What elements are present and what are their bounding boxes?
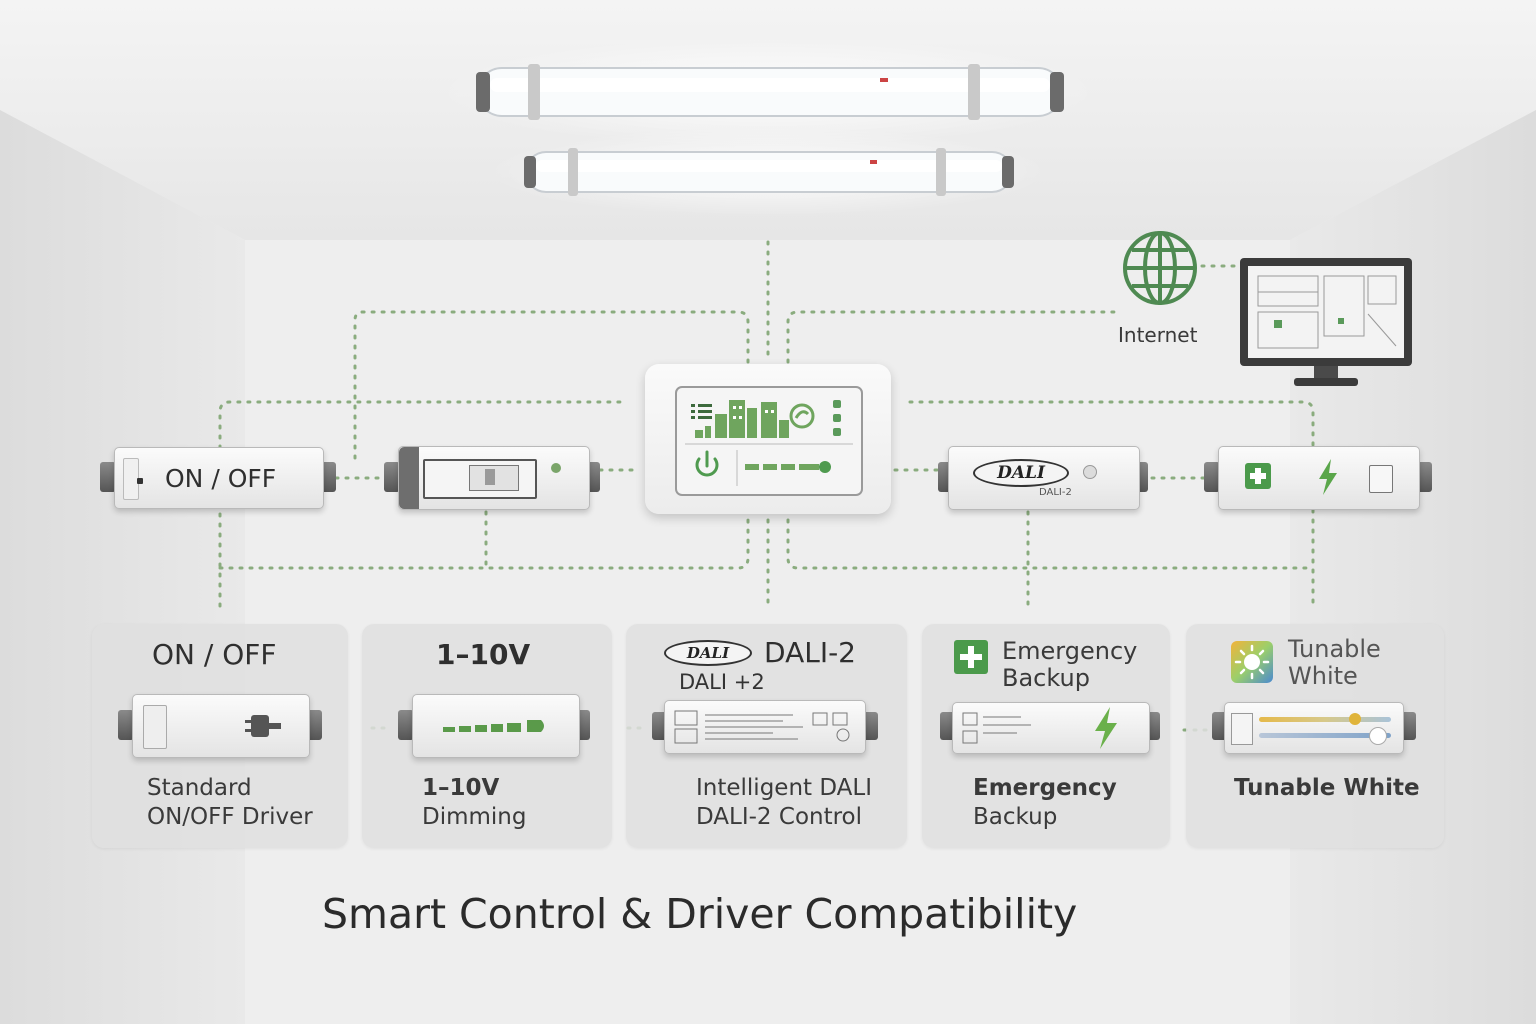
card-onoff-cap-left — [118, 710, 134, 740]
tunable-white-driver — [1224, 702, 1404, 754]
card-tunable-white[interactable]: Tunable White Tunable White — [1186, 624, 1444, 848]
emergency-module[interactable] — [1218, 446, 1420, 510]
luminaire-tube-2 — [524, 148, 1014, 196]
card-dali2-logo: DALI — [664, 640, 752, 666]
color-temp-knob — [1349, 713, 1361, 725]
dimming-level-icon — [443, 720, 544, 732]
card-dali2[interactable]: DALI DALI-2 DALI +2 Intelligent DALI DAL… — [626, 624, 907, 848]
dali-driver-label-print — [674, 710, 850, 744]
card-dali2-desc-2: DALI-2 Control — [696, 804, 863, 830]
card-dali2-cap-right — [862, 712, 878, 740]
dimmer-module[interactable] — [398, 446, 590, 510]
lightning-icon — [1319, 459, 1337, 495]
onoff-module-cap-right — [320, 462, 336, 492]
card-tunable-title-2: White — [1288, 662, 1358, 690]
dimmer-module-cap-left — [384, 462, 400, 492]
card-emergency-title-1: Emergency — [1002, 637, 1138, 665]
card-onoff-desc-1: Standard — [147, 775, 252, 801]
globe-icon — [1123, 231, 1197, 305]
card-tunable-desc-1: Tunable White — [1234, 775, 1420, 801]
card-onoff[interactable]: ON / OFF Standard ON/OFF Driver — [92, 624, 348, 848]
card-1-10v-title: 1–10V — [436, 638, 531, 671]
monitor-icon[interactable] — [1238, 256, 1414, 388]
first-aid-icon — [1245, 463, 1271, 489]
plug-icon — [245, 715, 281, 737]
card-1-10v-desc-2: Dimming — [422, 804, 527, 830]
card-onoff-cap-right — [306, 710, 322, 740]
card-dali2-desc-1: Intelligent DALI — [696, 775, 872, 801]
emergency-driver — [952, 702, 1150, 754]
brightness-slider — [1259, 733, 1391, 738]
card-onoff-title: ON / OFF — [152, 638, 277, 671]
card-1-10v[interactable]: 1–10V 1–10V Dimming — [362, 624, 612, 848]
card-1-10v-cap-left — [398, 710, 414, 740]
emergency-module-cap-right — [1416, 462, 1432, 492]
card-emergency[interactable]: Emergency Backup Emergency Backup — [922, 624, 1170, 848]
central-controller[interactable] — [645, 364, 891, 514]
dali-driver — [664, 700, 866, 754]
onoff-module-cap-left — [100, 462, 116, 492]
sun-icon — [1231, 641, 1273, 683]
brightness-knob — [1369, 727, 1387, 745]
card-emergency-desc-2: Backup — [973, 804, 1058, 830]
dali-module[interactable]: DALI DALI-2 — [948, 446, 1140, 510]
emergency-module-cap-left — [1204, 462, 1220, 492]
onoff-driver — [132, 694, 310, 758]
first-aid-icon — [954, 640, 988, 674]
card-emergency-title-2: Backup — [1002, 664, 1090, 692]
card-dali2-subtitle: DALI +2 — [679, 670, 765, 694]
card-tunable-cap-right — [1400, 712, 1416, 740]
power-icon — [695, 450, 719, 477]
lightning-icon — [1095, 707, 1117, 749]
card-tunable-title-1: Tunable — [1288, 635, 1381, 663]
onoff-module-label: ON / OFF — [165, 464, 277, 493]
dali-logo: DALI — [973, 459, 1069, 487]
page-title: Smart Control & Driver Compatibility — [322, 890, 1078, 938]
card-onoff-desc-2: ON/OFF Driver — [147, 804, 313, 830]
card-emergency-desc-1: Emergency — [973, 775, 1117, 801]
onoff-module[interactable]: ON / OFF — [114, 447, 324, 509]
dimming-driver — [412, 694, 580, 758]
dali-module-sub: DALI-2 — [1039, 487, 1072, 498]
internet-label: Internet — [1118, 323, 1198, 347]
controller-screen[interactable] — [675, 386, 863, 496]
emergency-driver-label-print — [962, 712, 1031, 744]
luminaire-tube-1 — [476, 64, 1064, 120]
ceiling-luminaires — [476, 64, 1064, 196]
card-dali2-title: DALI-2 — [764, 636, 856, 669]
card-1-10v-desc-1: 1–10V — [422, 775, 500, 801]
color-temp-slider — [1259, 717, 1391, 722]
